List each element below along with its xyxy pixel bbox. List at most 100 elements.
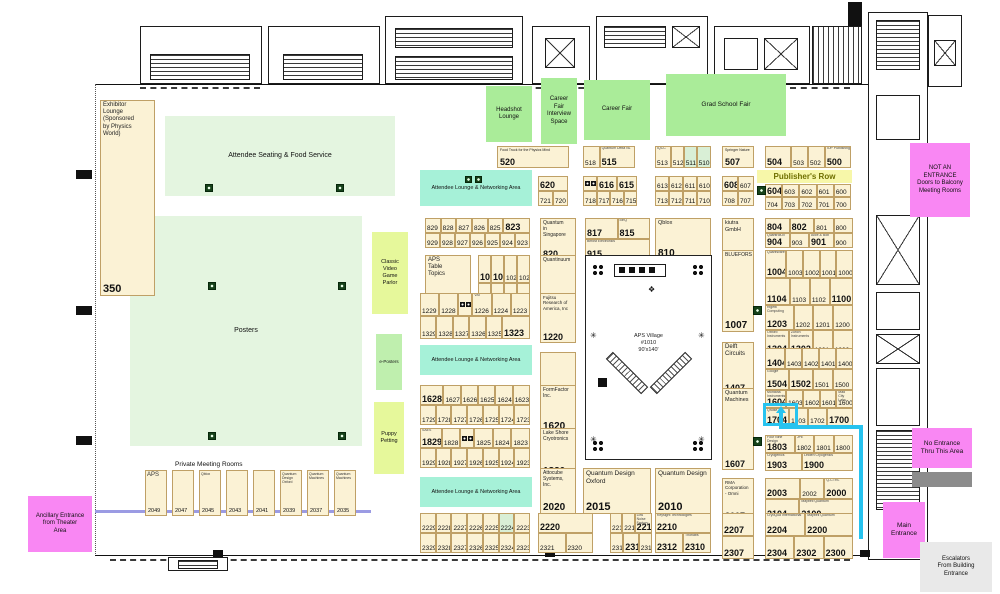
booth-1626-number: 1626	[462, 397, 478, 404]
booth-1203-number: 1203	[767, 319, 788, 329]
booth-1628: 1628	[420, 385, 444, 405]
area-lounge-networking-2: Attendee Lounge & Networking Area	[420, 345, 532, 375]
booth-1623: 1623	[512, 385, 530, 405]
booth-828-number: 828	[442, 225, 454, 232]
booth-707: 707	[738, 191, 754, 206]
area-career-fair-label: Career Fair	[601, 106, 633, 113]
booth-926-number: 926	[472, 240, 483, 247]
village-furniture	[639, 267, 645, 273]
booth-1407-label: Delft Circuits	[725, 344, 746, 358]
booth-1600-number: 1600	[838, 400, 853, 407]
structural-k	[76, 436, 92, 445]
booth-1402: 1402	[802, 348, 819, 369]
booth-1624: 1624	[495, 385, 513, 405]
booth-1801-number: 1801	[816, 445, 831, 452]
meeting-room-2043-number: 2043	[229, 508, 242, 514]
booth-1900-number: 1900	[804, 460, 825, 470]
booth-802-number: 802	[791, 222, 807, 232]
booth-702: 702	[799, 197, 817, 210]
booth-1604-label: Montana Instruments	[767, 390, 786, 398]
booth-1903-number: 1903	[767, 460, 788, 470]
booth-1803-label: Four Nine Design	[767, 435, 783, 443]
booth-804: 804	[765, 218, 790, 233]
booth-1927: 1927	[451, 448, 468, 468]
booth-1000-number: 1000	[838, 269, 853, 277]
booth-1224-number: 1224	[493, 308, 509, 315]
meeting-room-2049-number: 2049	[148, 508, 161, 514]
route-arrow-icon	[776, 406, 786, 413]
area-career-fair-interview: Career Fair Interview Space	[541, 78, 577, 144]
booth-1104: 1104	[765, 277, 791, 305]
booth-1900-label: Leiden Cryogenics	[804, 453, 833, 457]
booth-1001-number: 1001	[821, 269, 837, 277]
booth-2320-number: 2320	[567, 545, 582, 552]
booth-807-label: kiutra GmbH	[725, 220, 741, 233]
booth-701-number: 701	[818, 202, 830, 209]
booth-801: 801	[814, 218, 834, 233]
booth-1104-number: 1104	[767, 294, 787, 304]
booth-2210-number: 2210	[657, 522, 678, 532]
booth-620-number: 620	[540, 180, 556, 190]
booth-2302: 2302	[794, 536, 824, 559]
booth-2225: 2225	[482, 513, 499, 533]
booth-2320: 2320	[565, 533, 593, 553]
booth-2015-label: Quantum Design Oxford	[586, 470, 635, 485]
booth-615-number: 615	[619, 180, 635, 190]
booth-503: 503	[791, 146, 808, 168]
booth-929-number: 929	[427, 240, 438, 247]
booth-1602: 1602	[802, 390, 820, 408]
booth-1228-number: 1228	[441, 308, 456, 315]
booth-1007-number: 1007	[725, 320, 748, 331]
booth-1024: 1024	[504, 255, 517, 283]
booth-2228: 2228	[435, 513, 452, 533]
booth-2015: Quantum Design Oxford 2015	[583, 468, 651, 514]
booth-1702: 1702	[808, 408, 828, 426]
booth-1001: 1001	[819, 250, 837, 278]
booth-504: 504	[765, 146, 792, 168]
booth-2217: 2217	[622, 513, 635, 533]
booth-1929-number: 1929	[422, 460, 436, 467]
booth-512-number: 512	[672, 160, 684, 167]
village-pod-icon: ❖	[648, 285, 656, 294]
meeting-room-2047: 2047	[172, 470, 194, 516]
booth-1803-number: 1803	[767, 442, 788, 452]
structural-wd	[790, 87, 850, 89]
booth-1028-label: APS Table Topics	[428, 257, 446, 278]
booth-800-number: 800	[835, 225, 847, 232]
booth-2307-number: 2307	[724, 548, 745, 558]
booth-520-number: 520	[500, 157, 516, 167]
booth-502: 502	[808, 146, 825, 168]
booth-1604-number: 1604	[767, 397, 787, 407]
booth-826-number: 826	[474, 225, 485, 232]
booth-2323: 2323	[514, 533, 531, 553]
booth-1928: 1928	[435, 448, 452, 468]
booth-616: 616	[597, 176, 617, 191]
booth-716: 716	[610, 191, 624, 206]
booth-block-E2: 22192217Low Noise Factory221523182316231…	[610, 513, 652, 553]
booth-1600-label: Mad City Labs	[838, 390, 846, 402]
booth-2015-number: 2015	[586, 501, 611, 513]
booth-1928-number: 1928	[437, 460, 452, 467]
structural-x	[764, 38, 798, 70]
booth-610: 610	[697, 176, 711, 191]
booth-810-number: 810	[658, 248, 675, 259]
structural-dt	[95, 84, 96, 556]
booth-601-number: 601	[818, 189, 830, 196]
